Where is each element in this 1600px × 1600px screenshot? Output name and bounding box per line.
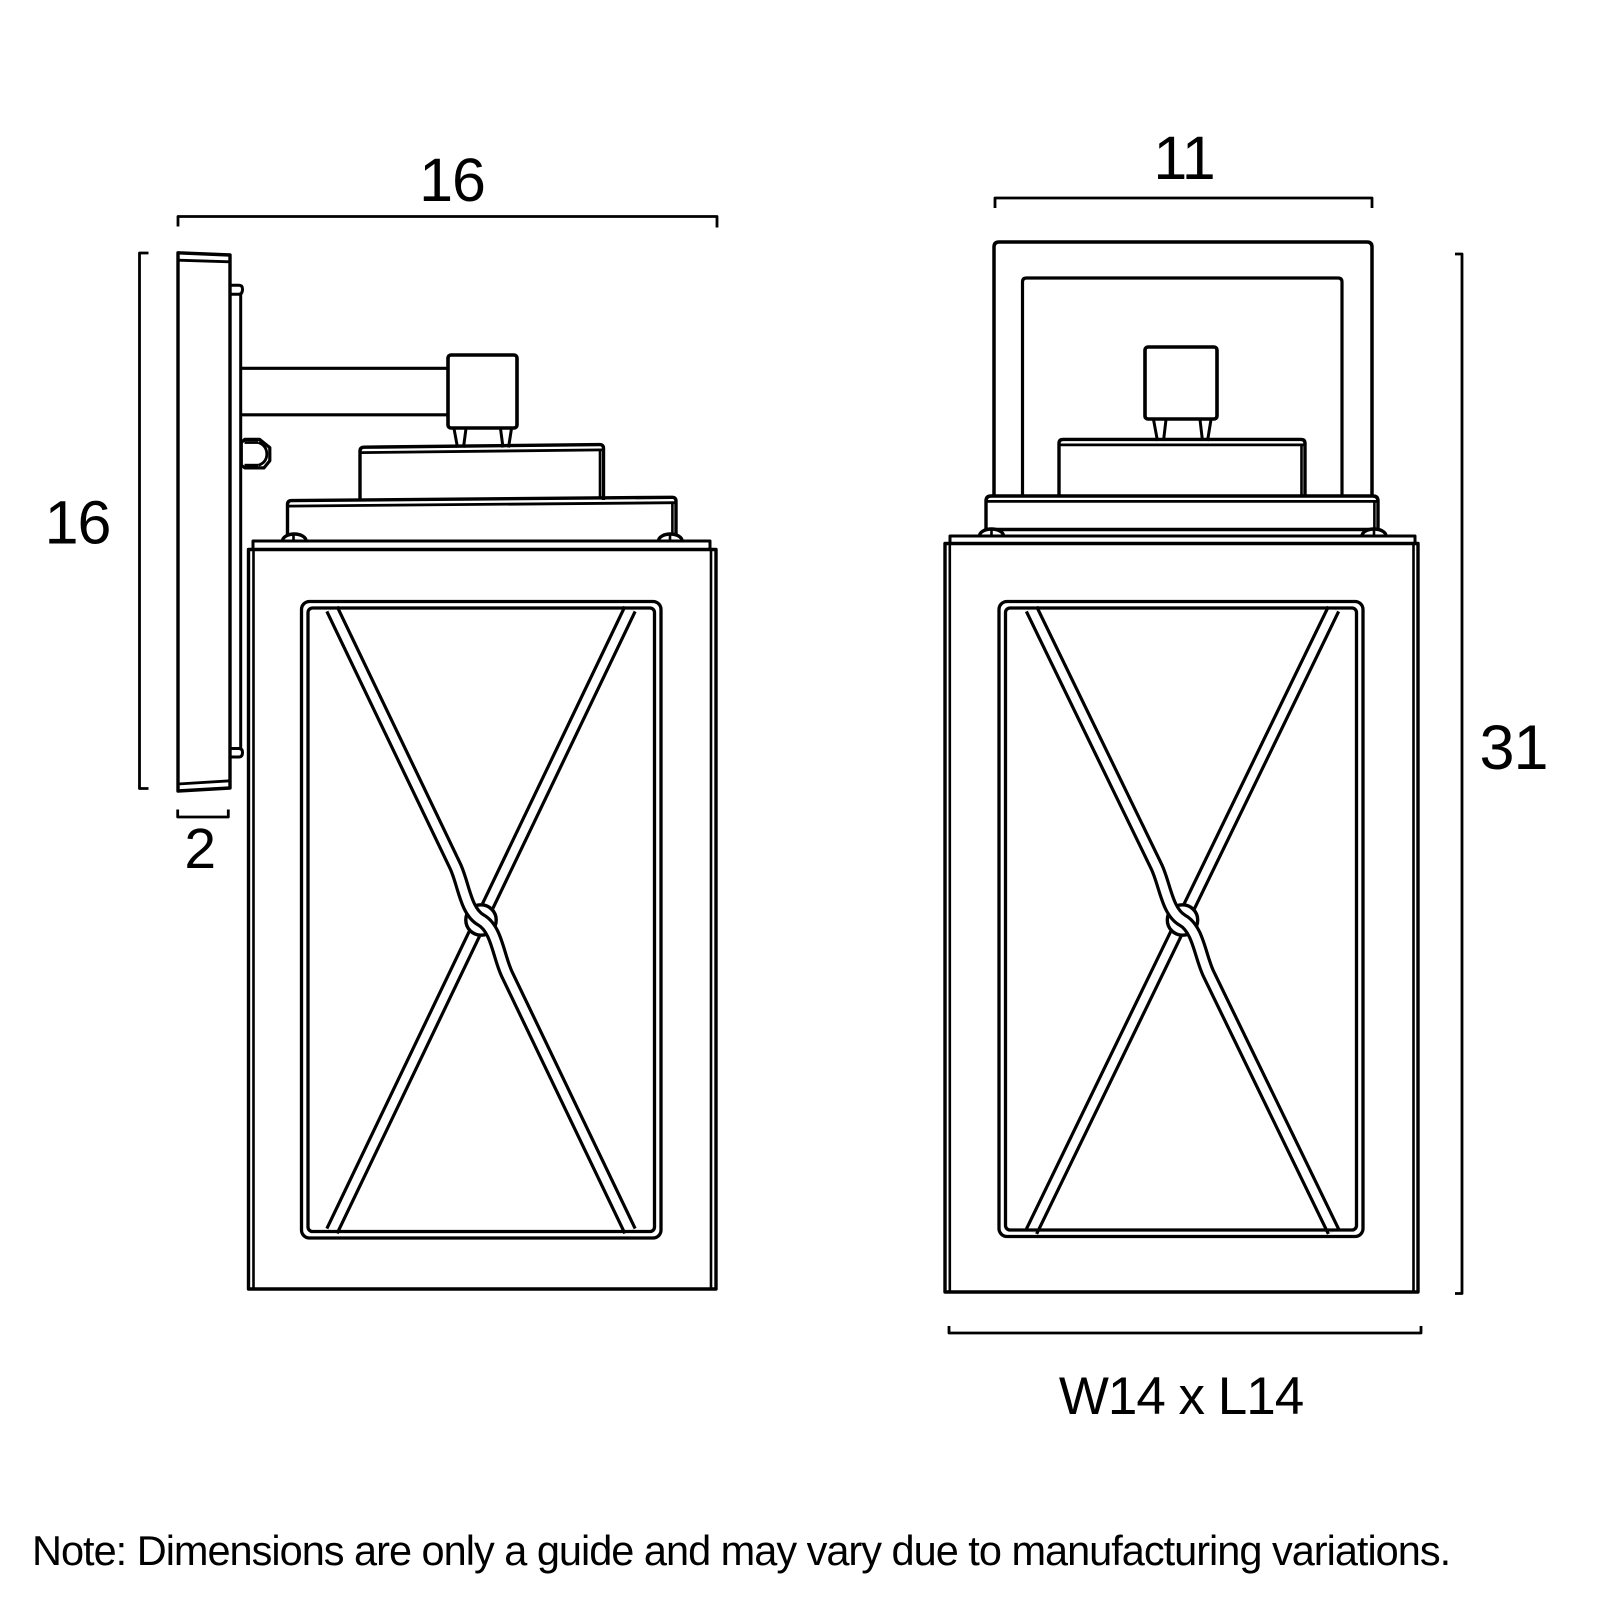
svg-text:Note: Dimensions are only a gu: Note: Dimensions are only a guide and ma… <box>32 1527 1450 1574</box>
svg-text:16: 16 <box>419 146 485 214</box>
svg-text:W14 x L14: W14 x L14 <box>1059 1367 1303 1426</box>
svg-text:11: 11 <box>1153 124 1214 192</box>
svg-text:2: 2 <box>184 817 215 881</box>
svg-text:16: 16 <box>45 489 111 557</box>
svg-text:31: 31 <box>1479 713 1547 783</box>
